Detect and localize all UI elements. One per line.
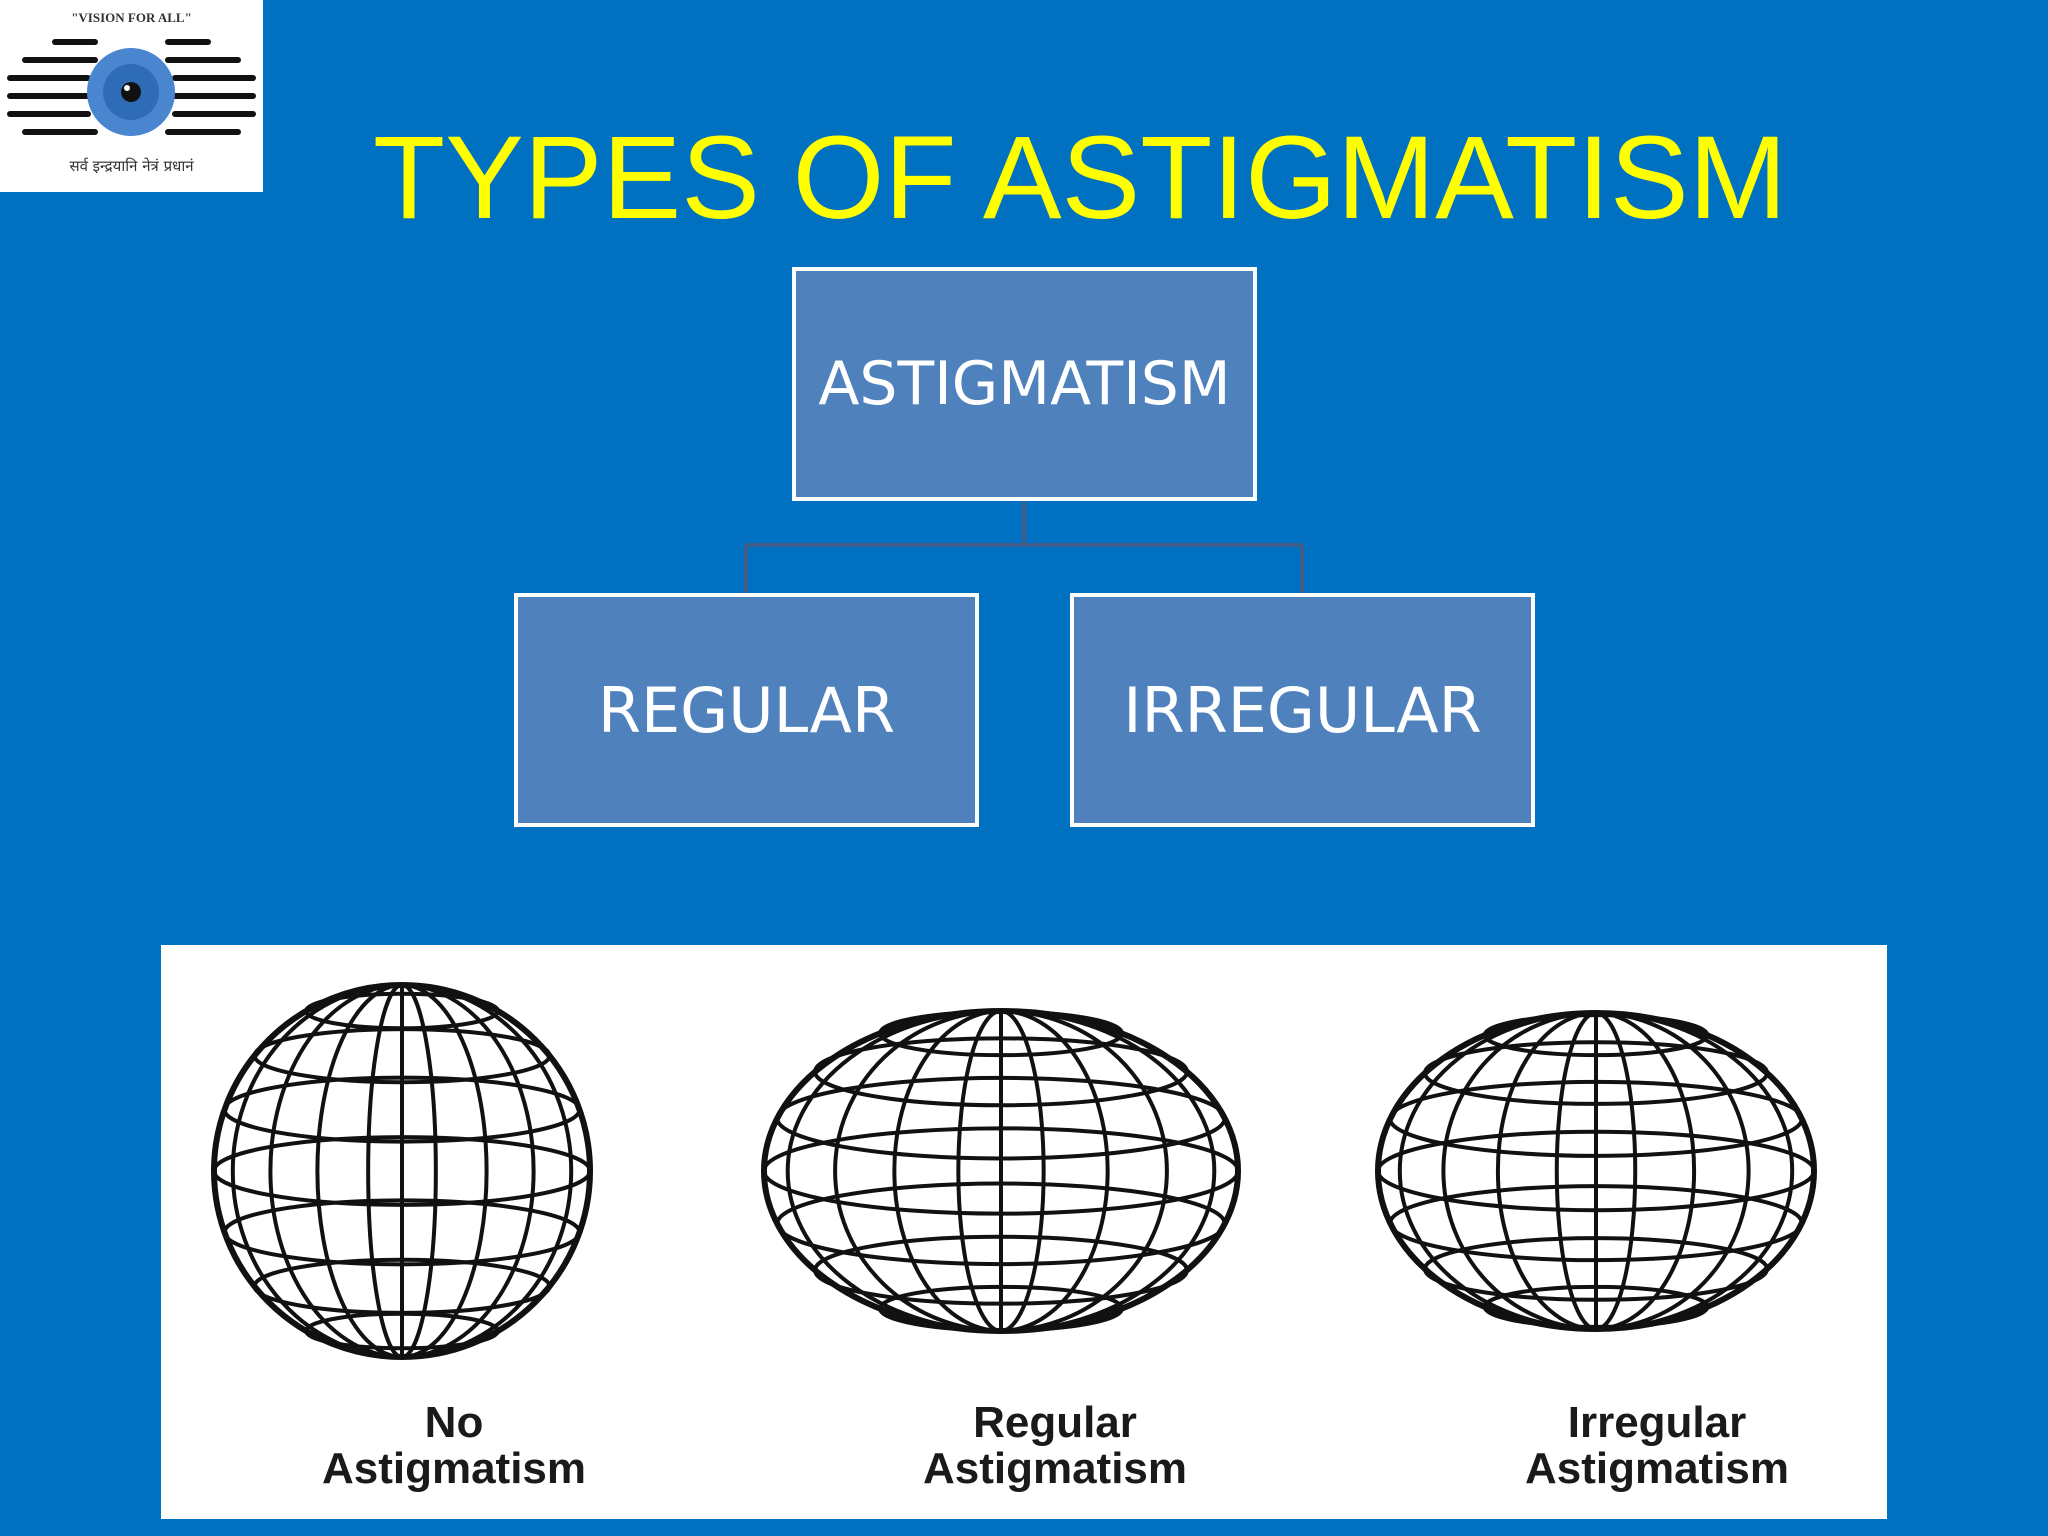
- caption-line: Irregular: [1567, 1398, 1747, 1447]
- logo-motto: सर्व इन्द्रयानि नेत्रं प्रधानं: [69, 157, 194, 175]
- caption-no-astigmatism: No Astigmatism: [254, 1400, 654, 1492]
- caption-line: Astigmatism: [1524, 1444, 1790, 1493]
- caption-regular-astigmatism: Regular Astigmatism: [855, 1400, 1255, 1492]
- node-regular: REGULAR: [514, 593, 979, 827]
- node-astigmatism: ASTIGMATISM: [792, 267, 1257, 501]
- globe-outline: [1375, 1010, 1817, 1332]
- caption-line: Astigmatism: [321, 1444, 587, 1493]
- globe-outline: [761, 1008, 1241, 1334]
- globe-irregular-astigmatism-icon: [1375, 1010, 1817, 1332]
- caption-line: No: [424, 1398, 484, 1447]
- caption-line: Astigmatism: [922, 1444, 1188, 1493]
- caption-irregular-astigmatism: Irregular Astigmatism: [1457, 1400, 1857, 1492]
- globe-no-astigmatism-icon: [211, 982, 593, 1360]
- astigmatism-figure: No Astigmatism Regular Astigmatism Irreg…: [161, 945, 1887, 1519]
- node-irregular: IRREGULAR: [1070, 593, 1535, 827]
- globes-illustration: [211, 982, 1817, 1360]
- caption-line: Regular: [973, 1398, 1137, 1447]
- slide-title: TYPES OF ASTIGMATISM: [373, 112, 1787, 244]
- globe-regular-astigmatism-icon: [761, 1008, 1241, 1334]
- logo: "VISION FOR ALL" सर्व इन्द्रयानि नेत्रं …: [0, 0, 263, 192]
- logo-tagline: "VISION FOR ALL": [71, 10, 192, 25]
- globe-outline: [211, 982, 593, 1360]
- eye-logo-icon: [7, 39, 256, 136]
